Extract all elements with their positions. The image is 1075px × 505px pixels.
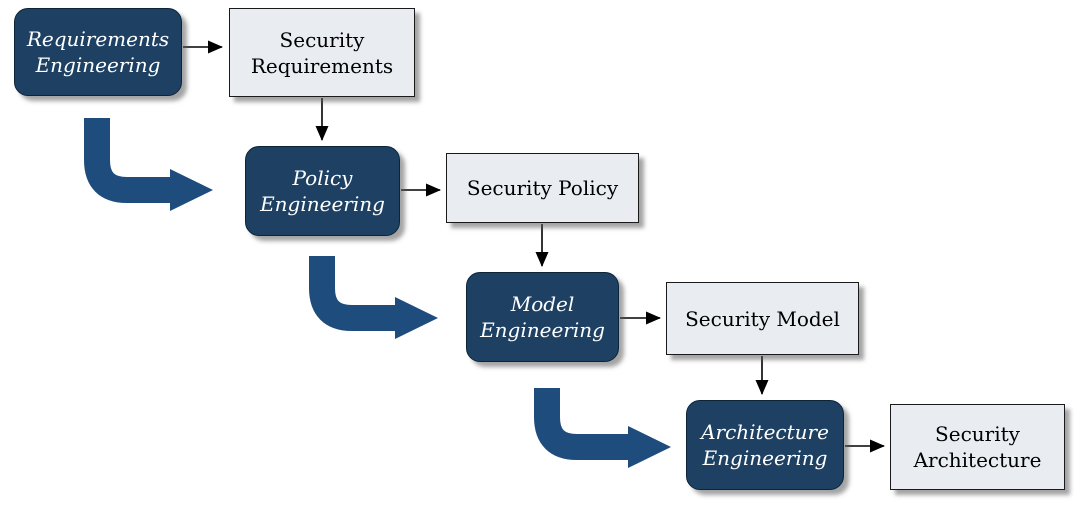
artifact-node-label: Security Architecture <box>913 422 1042 472</box>
process-node-architecture-engineering: Architecture Engineering <box>686 400 844 490</box>
process-node-label: Architecture Engineering <box>701 420 829 470</box>
process-node-label: Requirements Engineering <box>26 27 170 77</box>
artifact-node-security-requirements: Security Requirements <box>229 8 415 97</box>
artifact-node-label: Security Requirements <box>250 27 394 78</box>
artifact-node-label: Security Policy <box>466 176 619 200</box>
artifact-node-security-model: Security Model <box>666 282 859 355</box>
process-node-model-engineering: Model Engineering <box>466 272 619 362</box>
artifact-node-security-architecture: Security Architecture <box>890 404 1065 490</box>
flow-arrow-requirements-to-policy <box>84 118 213 211</box>
process-node-label: Model Engineering <box>480 292 605 342</box>
process-node-requirements-engineering: Requirements Engineering <box>14 8 182 96</box>
flow-arrow-policy-to-model <box>309 256 438 339</box>
flow-arrow-model-to-architecture <box>534 388 671 468</box>
artifact-node-label: Security Model <box>685 306 840 331</box>
artifact-node-security-policy: Security Policy <box>446 153 639 223</box>
process-node-policy-engineering: Policy Engineering <box>245 146 400 236</box>
process-node-label: Policy Engineering <box>260 166 385 216</box>
